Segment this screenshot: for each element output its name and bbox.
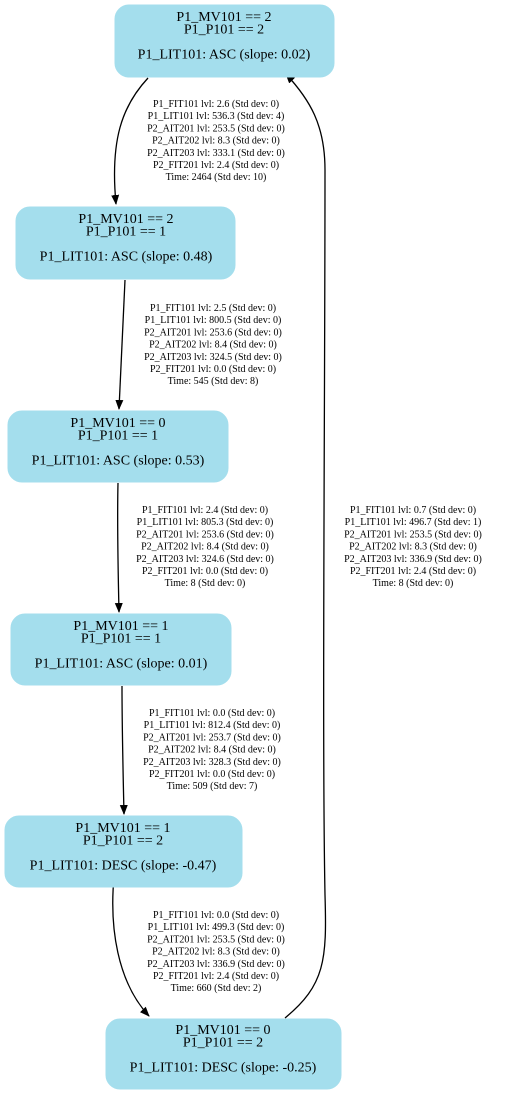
edge-label-e3-line-2: P2_AIT201 lvl: 253.6 (Std dev: 0) (136, 529, 274, 540)
edge-e3-path (114, 482, 123, 613)
edge-label-e1: P1_FIT101 lvl: 2.6 (Std dev: 0)P1_LIT101… (147, 99, 285, 183)
edge-label-e2: P1_FIT101 lvl: 2.5 (Std dev: 0)P1_LIT101… (144, 303, 282, 387)
edge-label-e5-line-6: Time: 660 (Std dev: 2) (171, 983, 262, 994)
edge-label-e1-line-4: P2_AIT203 lvl: 333.1 (Std dev: 0) (147, 148, 285, 159)
state-node-n1-line-0: P1_MV101 == 2 (176, 10, 271, 25)
edge-e6-path (284, 73, 327, 1019)
edge-label-e6-line-3: P2_AIT202 lvl: 8.3 (Std dev: 0) (349, 542, 477, 553)
edge-label-e4-line-5: P2_FIT201 lvl: 0.0 (Std dev: 0) (149, 769, 275, 780)
state-node-box (114, 4, 335, 78)
state-node-n1-line-3: P1_LIT101: ASC (slope: 0.02) (138, 48, 311, 63)
edge-label-e2-line-5: P2_FIT201 lvl: 0.0 (Std dev: 0) (150, 364, 276, 375)
edge-label-e6-line-2: P2_AIT201 lvl: 253.5 (Std dev: 0) (344, 529, 482, 540)
state-node-n6-line-3: P1_LIT101: DESC (slope: -0.25) (130, 1061, 317, 1076)
state-node-box (105, 1018, 342, 1090)
edge-label-e5-line-4: P2_AIT203 lvl: 336.9 (Std dev: 0) (147, 959, 285, 970)
edge-label-e4: P1_FIT101 lvl: 0.0 (Std dev: 0)P1_LIT101… (143, 708, 281, 792)
edge-label-e6-line-0: P1_FIT101 lvl: 0.7 (Std dev: 0) (350, 505, 476, 516)
state-node-n4-line-3: P1_LIT101: ASC (slope: 0.01) (35, 657, 208, 672)
edge-label-e1-line-2: P2_AIT201 lvl: 253.5 (Std dev: 0) (147, 123, 285, 134)
edge-label-e1-line-6: Time: 2464 (Std dev: 10) (166, 172, 267, 183)
edge-label-e2-line-4: P2_AIT203 lvl: 324.5 (Std dev: 0) (144, 352, 282, 363)
edge-label-e2-line-1: P1_LIT101 lvl: 800.5 (Std dev: 0) (145, 315, 282, 326)
state-node-n3-line-0: P1_MV101 == 0 (70, 416, 165, 431)
state-node-n2-line-0: P1_MV101 == 2 (78, 212, 173, 227)
edge-label-e3-line-3: P2_AIT202 lvl: 8.4 (Std dev: 0) (141, 542, 269, 553)
edge-label-e2-line-0: P1_FIT101 lvl: 2.5 (Std dev: 0) (150, 303, 276, 314)
edge-label-e6-line-5: P2_FIT201 lvl: 2.4 (Std dev: 0) (350, 566, 476, 577)
edge-label-e5: P1_FIT101 lvl: 0.0 (Std dev: 0)P1_LIT101… (147, 910, 285, 994)
edge-label-e4-line-1: P1_LIT101 lvl: 812.4 (Std dev: 0) (144, 720, 281, 731)
edge-label-e1-line-0: P1_FIT101 lvl: 2.6 (Std dev: 0) (153, 99, 279, 110)
edge-label-e4-line-3: P2_AIT202 lvl: 8.4 (Std dev: 0) (148, 745, 276, 756)
edge-label-e6-line-4: P2_AIT203 lvl: 336.9 (Std dev: 0) (344, 554, 482, 565)
edge-e2-path (115, 279, 126, 410)
state-node-n5-line-3: P1_LIT101: DESC (slope: -0.47) (30, 859, 217, 874)
state-node-box (7, 410, 229, 483)
edge-label-e4-line-2: P2_AIT201 lvl: 253.7 (Std dev: 0) (143, 732, 281, 743)
edge-label-e3-line-4: P2_AIT203 lvl: 324.6 (Std dev: 0) (136, 554, 274, 565)
edge-label-e5-line-0: P1_FIT101 lvl: 0.0 (Std dev: 0) (153, 910, 279, 921)
edge-label-e5-line-5: P2_FIT201 lvl: 2.4 (Std dev: 0) (153, 971, 279, 982)
edge-label-e2-line-6: Time: 545 (Std dev: 8) (168, 376, 259, 387)
state-node-n3-line-3: P1_LIT101: ASC (slope: 0.53) (32, 454, 205, 469)
edge-label-e4-line-0: P1_FIT101 lvl: 0.0 (Std dev: 0) (149, 708, 275, 719)
edge-label-e3-line-1: P1_LIT101 lvl: 805.3 (Std dev: 0) (137, 517, 274, 528)
state-node-box (15, 206, 236, 280)
edge-label-e1-line-1: P1_LIT101 lvl: 536.3 (Std dev: 4) (148, 111, 285, 122)
edge-label-e3: P1_FIT101 lvl: 2.4 (Std dev: 0)P1_LIT101… (136, 505, 274, 589)
state-node-n5-line-1: P1_P101 == 2 (83, 834, 163, 849)
state-node-n1-line-1: P1_P101 == 2 (184, 23, 264, 38)
edge-e1-path (111, 77, 149, 205)
state-node-n5-line-0: P1_MV101 == 1 (75, 821, 170, 836)
edge-label-e1-line-5: P2_FIT201 lvl: 2.4 (Std dev: 0) (153, 160, 279, 171)
state-node-n2-line-1: P1_P101 == 1 (86, 225, 166, 240)
state-node-n2-line-3: P1_LIT101: ASC (slope: 0.48) (40, 250, 213, 265)
edge-label-e3-line-6: Time: 8 (Std dev: 0) (165, 578, 246, 589)
edge-label-e6: P1_FIT101 lvl: 0.7 (Std dev: 0)P1_LIT101… (344, 505, 482, 589)
edge-label-e4-line-6: Time: 509 (Std dev: 7) (167, 781, 258, 792)
edge-label-e6-line-6: Time: 8 (Std dev: 0) (373, 578, 454, 589)
state-node-n6-line-0: P1_MV101 == 0 (175, 1023, 270, 1038)
edge-label-e6-line-1: P1_LIT101 lvl: 496.7 (Std dev: 1) (345, 517, 482, 528)
edge-label-e5-line-1: P1_LIT101 lvl: 499.3 (Std dev: 0) (148, 922, 285, 933)
edge-e4-path (119, 685, 128, 815)
state-node-n3-line-1: P1_P101 == 1 (78, 429, 158, 444)
state-node-box (10, 613, 232, 686)
state-node-n4-line-1: P1_P101 == 1 (81, 632, 161, 647)
edge-label-e3-line-5: P2_FIT201 lvl: 0.0 (Std dev: 0) (142, 566, 268, 577)
edge-label-e5-line-2: P2_AIT201 lvl: 253.5 (Std dev: 0) (147, 934, 285, 945)
edge-label-e2-line-2: P2_AIT201 lvl: 253.6 (Std dev: 0) (144, 327, 282, 338)
state-node-box (4, 815, 243, 888)
edge-label-e4-line-4: P2_AIT203 lvl: 328.3 (Std dev: 0) (143, 757, 281, 768)
edge-label-e3-line-0: P1_FIT101 lvl: 2.4 (Std dev: 0) (142, 505, 268, 516)
edge-label-e5-line-3: P2_AIT202 lvl: 8.3 (Std dev: 0) (152, 947, 280, 958)
edge-label-e1-line-3: P2_AIT202 lvl: 8.3 (Std dev: 0) (152, 136, 280, 147)
state-node-n6-line-1: P1_P101 == 2 (183, 1036, 263, 1051)
edge-label-e2-line-3: P2_AIT202 lvl: 8.4 (Std dev: 0) (149, 340, 277, 351)
edge-labels: P1_FIT101 lvl: 2.6 (Std dev: 0)P1_LIT101… (136, 99, 482, 994)
state-node-n4-line-0: P1_MV101 == 1 (73, 619, 168, 634)
